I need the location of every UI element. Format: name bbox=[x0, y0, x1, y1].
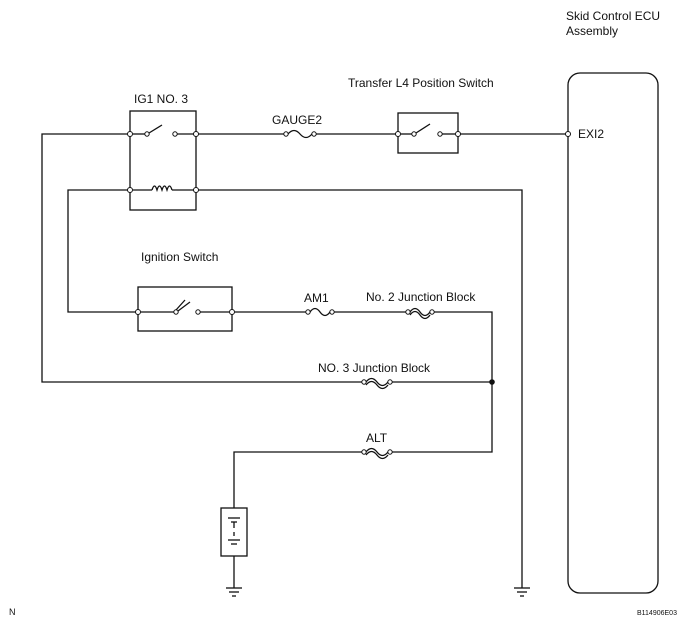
am1-circuit: AM1 No. 2 Junction Block bbox=[235, 290, 493, 382]
transfer-l4-switch: Transfer L4 Position Switch bbox=[348, 76, 494, 154]
transfer-switch-box bbox=[397, 112, 459, 154]
alt-fuse-label: ALT bbox=[366, 431, 388, 445]
gauge2-fuse: GAUGE2 bbox=[272, 113, 322, 139]
figure-code: B114906E03 bbox=[637, 610, 677, 617]
junction-block-2-label: No. 2 Junction Block bbox=[366, 290, 476, 304]
fuse-terminal bbox=[387, 379, 393, 385]
relay-contact-blade bbox=[148, 124, 163, 134]
junction-block-3-label: NO. 3 Junction Block bbox=[318, 361, 431, 375]
coil-to-ignition-wire bbox=[67, 189, 138, 313]
relay-contact-node bbox=[144, 131, 150, 137]
fuse-terminal bbox=[329, 309, 335, 315]
coil-circuit bbox=[67, 189, 523, 588]
fusible-link-icon bbox=[365, 450, 389, 460]
gauge2-fuse-label: GAUGE2 bbox=[272, 113, 322, 127]
junction-block-3-gap bbox=[364, 377, 392, 387]
ground-icon bbox=[226, 587, 242, 597]
ignition-blade bbox=[177, 301, 191, 312]
ecu-box bbox=[567, 72, 659, 594]
fuse-icon bbox=[309, 307, 331, 317]
fusible-link-icon bbox=[365, 377, 389, 387]
wire-node-to-alt bbox=[392, 382, 493, 453]
ignition-contact-node bbox=[173, 309, 179, 315]
junction-block-3: NO. 3 Junction Block bbox=[318, 361, 495, 390]
fusible-link-icon bbox=[365, 380, 389, 390]
fuse-terminal bbox=[305, 309, 311, 315]
switch-blade bbox=[415, 123, 431, 134]
relay-terminal bbox=[127, 131, 133, 137]
ig1-relay: IG1 NO. 3 bbox=[127, 92, 199, 211]
ig1-relay-box bbox=[129, 110, 197, 211]
relay-coil-icon bbox=[151, 185, 173, 193]
coil-ground-wire bbox=[198, 189, 523, 588]
ignition-contact-node bbox=[195, 309, 201, 315]
fuse-terminal bbox=[405, 309, 411, 315]
relay-terminal bbox=[127, 187, 133, 193]
switch-contact-node bbox=[437, 131, 443, 137]
ignition-terminal bbox=[135, 309, 141, 315]
skid-control-ecu: Skid Control ECU Assembly EXI2 bbox=[565, 9, 660, 594]
left-bus-wire bbox=[41, 133, 492, 383]
relay-contact-node bbox=[172, 131, 178, 137]
ignition-switch: Ignition Switch bbox=[135, 250, 235, 332]
wire-alt-to-battery bbox=[233, 451, 362, 508]
ignition-blade bbox=[175, 299, 186, 311]
fuse-terminal bbox=[361, 449, 367, 455]
relay-terminal bbox=[193, 187, 199, 193]
ecu-pin-terminal bbox=[565, 131, 571, 137]
transfer-switch-label: Transfer L4 Position Switch bbox=[348, 76, 494, 90]
fuse-icon bbox=[287, 129, 313, 139]
fusible-link-icon bbox=[365, 447, 389, 457]
fusible-link-icon bbox=[409, 307, 431, 317]
fuse-terminal bbox=[283, 131, 289, 137]
ground-icon bbox=[514, 587, 530, 597]
switch-contact-node bbox=[411, 131, 417, 137]
relay-terminal bbox=[193, 131, 199, 137]
ignition-switch-label: Ignition Switch bbox=[141, 250, 218, 264]
switch-terminal bbox=[455, 131, 461, 137]
ecu-title-line1: Skid Control ECU bbox=[566, 9, 660, 23]
fuse-terminal bbox=[429, 309, 435, 315]
fusible-link-icon bbox=[409, 310, 431, 320]
ig1-relay-label: IG1 NO. 3 bbox=[134, 92, 188, 106]
fuse-terminal bbox=[361, 379, 367, 385]
corner-mark: N bbox=[9, 607, 16, 617]
switch-terminal bbox=[395, 131, 401, 137]
fuse-terminal bbox=[311, 131, 317, 137]
wire-jb2-to-node bbox=[434, 311, 493, 382]
top-circuit bbox=[41, 133, 566, 383]
alt-circuit: ALT bbox=[233, 382, 493, 508]
ignition-terminal bbox=[229, 309, 235, 315]
am1-fuse-label: AM1 bbox=[304, 291, 329, 305]
fuse-terminal bbox=[387, 449, 393, 455]
battery bbox=[220, 507, 248, 588]
ecu-pin-label: EXI2 bbox=[578, 127, 604, 141]
ecu-title-line2: Assembly bbox=[566, 24, 618, 38]
ignition-switch-box bbox=[137, 286, 233, 332]
